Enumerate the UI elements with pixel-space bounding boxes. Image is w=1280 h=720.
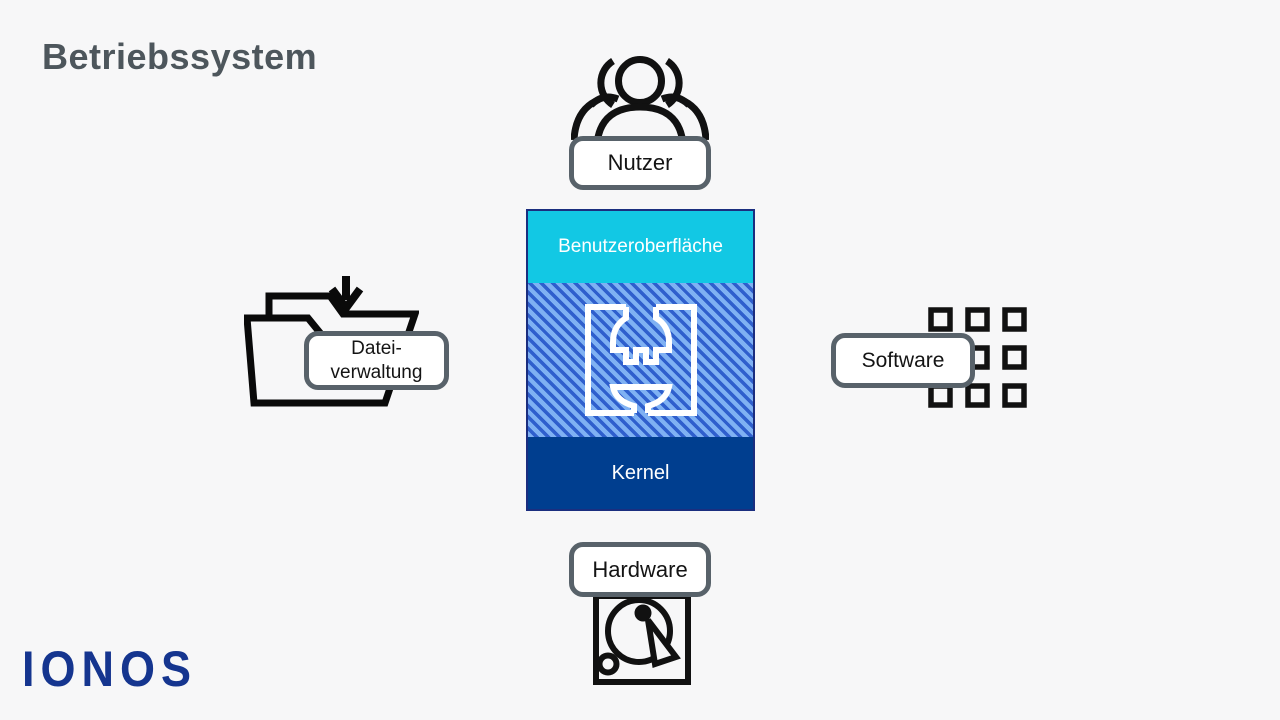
dateiverwaltung-label-line2: verwaltung	[330, 361, 423, 383]
os-stack: Benutzeroberfläche Kernel	[526, 209, 755, 511]
ui-layer: Benutzeroberfläche	[528, 211, 753, 283]
kernel-layer: Kernel	[528, 437, 753, 509]
hardware-label-text: Hardware	[592, 556, 688, 582]
ui-layer-label: Benutzeroberfläche	[558, 236, 723, 257]
dateiverwaltung-label-line1: Datei-	[351, 338, 402, 360]
software-label: Software	[831, 333, 975, 388]
kernel-layer-label: Kernel	[611, 461, 670, 484]
page-title: Betriebssystem	[42, 36, 318, 77]
software-label-text: Software	[861, 348, 945, 372]
nutzer-label: Nutzer	[569, 136, 711, 190]
plug-connector-icon	[582, 304, 700, 416]
nutzer-label-text: Nutzer	[607, 150, 673, 175]
dateiverwaltung-label: Datei- verwaltung	[304, 331, 449, 390]
ionos-logo: IONOS	[22, 640, 198, 698]
folder-download-icon	[244, 272, 419, 407]
users-group-icon	[571, 50, 709, 147]
folder-icon	[244, 292, 419, 407]
hard-disk-icon	[593, 593, 691, 685]
driver-layer	[528, 283, 753, 437]
down-arrow-icon	[328, 276, 364, 315]
hardware-label: Hardware	[569, 542, 711, 597]
